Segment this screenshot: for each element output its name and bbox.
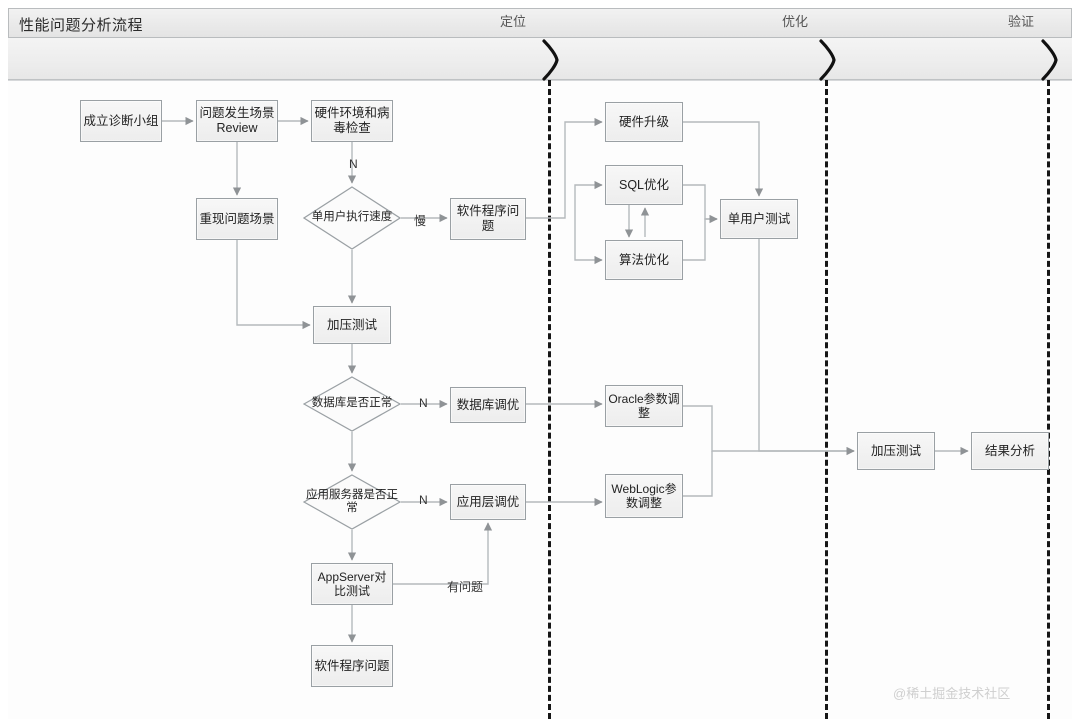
node-label: 硬件环境和病毒检查	[314, 106, 390, 135]
node-label: 问题发生场景Review	[199, 106, 275, 135]
edge-label-e1: N	[349, 157, 358, 171]
page-title: 性能问题分析流程	[19, 17, 144, 34]
phase-label-2: 验证	[1008, 14, 1035, 29]
node-label: 加压测试	[870, 443, 921, 458]
node-label: 软件程序问题	[456, 204, 520, 233]
diagram-canvas	[8, 80, 1072, 719]
process-node-n8[interactable]: 算法优化	[605, 240, 683, 280]
process-node-n12[interactable]: Oracle参数调整	[605, 385, 683, 427]
node-label: 应用服务器是否正常	[306, 488, 398, 514]
process-node-n1[interactable]: 成立诊断小组	[80, 100, 162, 142]
phase-chevron-icon-2	[1035, 38, 1061, 82]
edge-label-e4: N	[419, 493, 428, 507]
edge-label-e2: 慢	[414, 214, 427, 228]
node-label: 成立诊断小组	[83, 113, 159, 128]
process-node-n16[interactable]: 软件程序问题	[311, 645, 393, 687]
process-node-n17[interactable]: 加压测试	[857, 432, 935, 470]
node-label: 单用户测试	[727, 211, 791, 226]
phase-chevron-icon-1	[813, 38, 839, 82]
phase-chevron-icon-0	[536, 38, 562, 82]
process-node-n18[interactable]: 结果分析	[971, 432, 1049, 470]
phase-divider-1	[825, 80, 828, 719]
node-label: 结果分析	[984, 443, 1035, 458]
node-label: 数据库调优	[456, 397, 520, 412]
edge-label-e5: 有问题	[447, 580, 484, 594]
phase-label-0: 定位	[500, 14, 527, 29]
decision-node-d2[interactable]: 数据库是否正常	[303, 376, 401, 432]
node-label: Oracle参数调整	[608, 391, 680, 420]
process-node-n13[interactable]: 应用层调优	[450, 484, 526, 520]
decision-node-d1[interactable]: 单用户执行速度	[303, 186, 401, 250]
decision-node-d3[interactable]: 应用服务器是否正常	[303, 474, 401, 530]
phase-divider-2	[1047, 80, 1050, 719]
phase-divider-0	[548, 80, 551, 719]
node-label: 重现问题场景	[199, 211, 275, 226]
node-label: 数据库是否正常	[311, 397, 393, 410]
process-node-n10[interactable]: 加压测试	[313, 306, 391, 344]
node-label: 单用户执行速度	[311, 211, 393, 224]
phase-label-1: 优化	[782, 14, 809, 29]
node-label: 算法优化	[618, 252, 669, 267]
node-label: AppServer对比测试	[317, 569, 387, 598]
node-label: 应用层调优	[456, 494, 520, 509]
process-node-n6[interactable]: 硬件升级	[605, 102, 683, 142]
process-node-n4[interactable]: 重现问题场景	[196, 198, 278, 240]
node-label: 加压测试	[326, 317, 377, 332]
process-node-n9[interactable]: 单用户测试	[720, 199, 798, 239]
edge-label-e3: N	[419, 396, 428, 410]
process-node-n5[interactable]: 软件程序问题	[450, 198, 526, 240]
process-node-n14[interactable]: WebLogic参数调整	[605, 474, 683, 518]
node-label: SQL优化	[618, 177, 669, 192]
title-bar: 性能问题分析流程	[8, 8, 1072, 38]
node-label: 软件程序问题	[314, 658, 390, 673]
process-node-n15[interactable]: AppServer对比测试	[311, 563, 393, 605]
process-node-n7[interactable]: SQL优化	[605, 165, 683, 205]
phase-header-band	[8, 38, 1072, 80]
process-node-n11[interactable]: 数据库调优	[450, 387, 526, 423]
node-label: 硬件升级	[618, 114, 669, 129]
node-label: WebLogic参数调整	[611, 481, 677, 510]
process-node-n2[interactable]: 问题发生场景Review	[196, 100, 278, 142]
process-node-n3[interactable]: 硬件环境和病毒检查	[311, 100, 393, 142]
watermark: @稀土掘金技术社区	[893, 686, 1011, 701]
